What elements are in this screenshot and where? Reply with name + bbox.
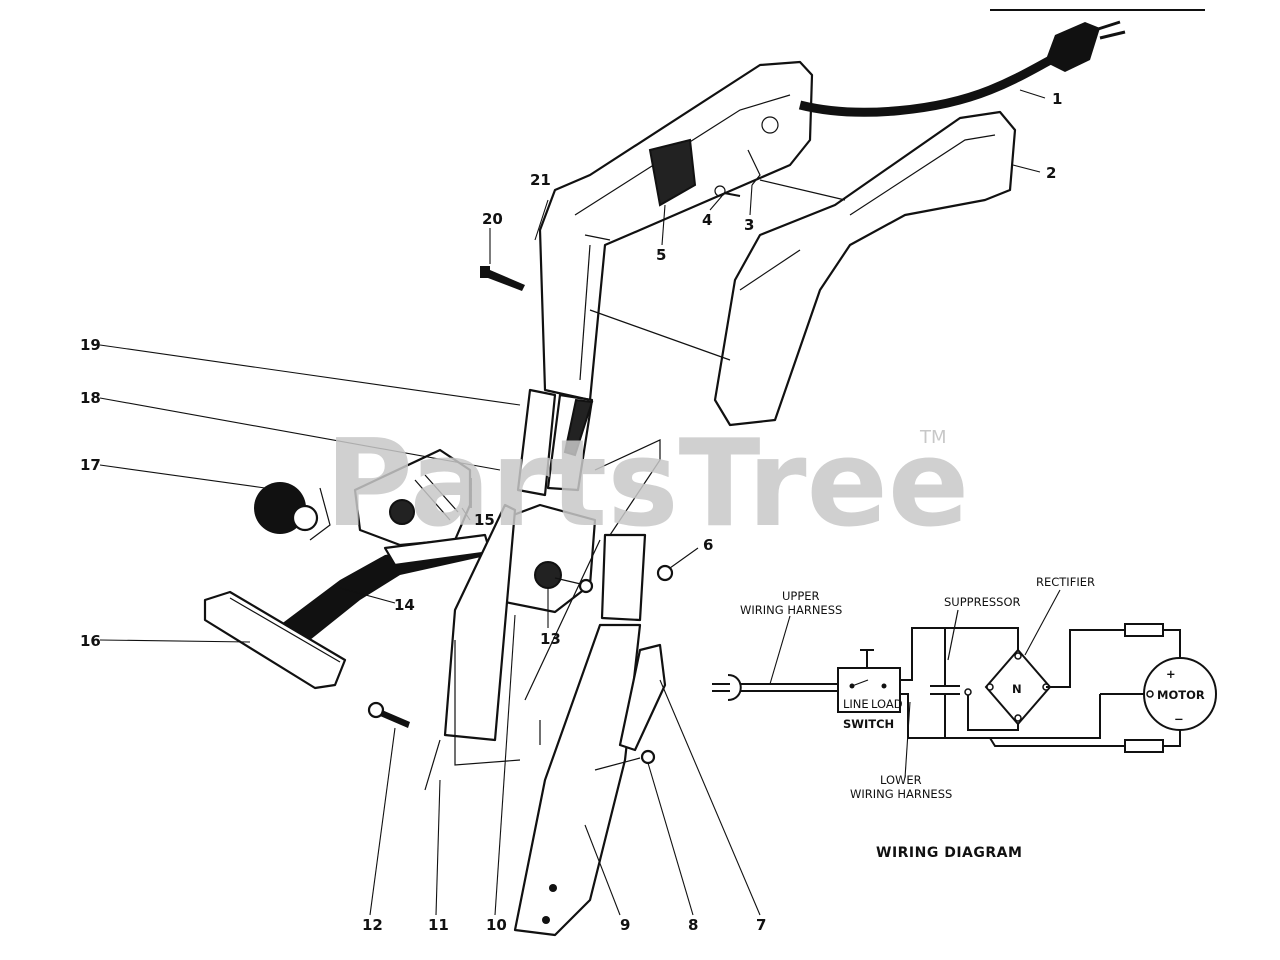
rectifier-bridge	[984, 648, 1052, 726]
rectifier-symbol: N	[1012, 682, 1022, 696]
adjust-bracket	[353, 448, 472, 547]
callout-14: 14	[394, 596, 415, 614]
switch-line-label: LINE	[843, 697, 869, 711]
callout-17: 17	[80, 456, 101, 474]
switch-box	[837, 667, 901, 713]
part-8-screw	[640, 749, 656, 765]
callout-16: 16	[80, 632, 101, 650]
suppressor-label: SUPPRESSOR	[944, 595, 1021, 609]
callout-11: 11	[428, 916, 449, 934]
resistor-top	[1124, 623, 1164, 637]
callout-20: 20	[482, 210, 503, 228]
part-7-latch	[618, 643, 667, 752]
callout-numbers: 1 2 3 4 5 6 7 8 9 10 11 12 13 14 15 16 1…	[80, 90, 1062, 934]
wiring-diagram-title: WIRING DIAGRAM	[876, 845, 1022, 861]
callout-10: 10	[486, 916, 507, 934]
part-11-lower-tube	[424, 503, 517, 791]
callout-6: 6	[703, 536, 713, 554]
watermark-trademark: TM	[919, 427, 947, 448]
part-20-screw	[480, 266, 525, 291]
part-19-inner-tube	[516, 388, 594, 497]
motor-label: MOTOR	[1157, 688, 1205, 702]
part-4-screw	[714, 185, 741, 197]
callout-8: 8	[688, 916, 698, 934]
part-16-foot-pad	[203, 590, 347, 690]
wiring-diagram: LINE LOAD N MOTOR + −	[712, 575, 1217, 861]
part-1-power-cord	[798, 20, 1126, 117]
callout-2: 2	[1046, 164, 1056, 182]
leader-lines	[99, 89, 1046, 916]
lower-harness-label-1: LOWER	[880, 773, 922, 787]
motor-plus: +	[1166, 667, 1176, 681]
assembly-guide-lines	[309, 179, 846, 771]
part-2-handle-grip	[713, 110, 1017, 427]
part-17-knob	[254, 482, 319, 534]
callout-12: 12	[362, 916, 383, 934]
part-6-nut	[656, 564, 674, 582]
upper-harness-label-2: WIRING HARNESS	[740, 603, 842, 617]
watermark-text: PartsTree	[325, 415, 969, 554]
motor-minus: −	[1174, 712, 1184, 726]
resistor-bottom	[1124, 739, 1164, 753]
part-21-upper-housing	[538, 60, 814, 402]
part-3-clip	[747, 149, 761, 186]
callout-1: 1	[1052, 90, 1062, 108]
upper-harness-label-1: UPPER	[782, 589, 820, 603]
part-12-bolt	[367, 701, 410, 728]
switch-label: SWITCH	[843, 717, 894, 731]
callout-4: 4	[702, 211, 712, 229]
rectifier-label: RECTIFIER	[1036, 575, 1095, 589]
callout-18: 18	[80, 389, 101, 407]
callout-13: 13	[540, 630, 561, 648]
callout-5: 5	[656, 246, 666, 264]
callout-15: 15	[474, 511, 495, 529]
motor-symbol	[1143, 657, 1217, 731]
switch-load-label: LOAD	[871, 697, 903, 711]
callout-7: 7	[756, 916, 766, 934]
part-9-shaft	[513, 533, 647, 937]
callout-3: 3	[744, 216, 754, 234]
lower-harness-label-2: WIRING HARNESS	[850, 787, 952, 801]
callout-19: 19	[80, 336, 101, 354]
callout-9: 9	[620, 916, 630, 934]
callout-21: 21	[530, 171, 551, 189]
